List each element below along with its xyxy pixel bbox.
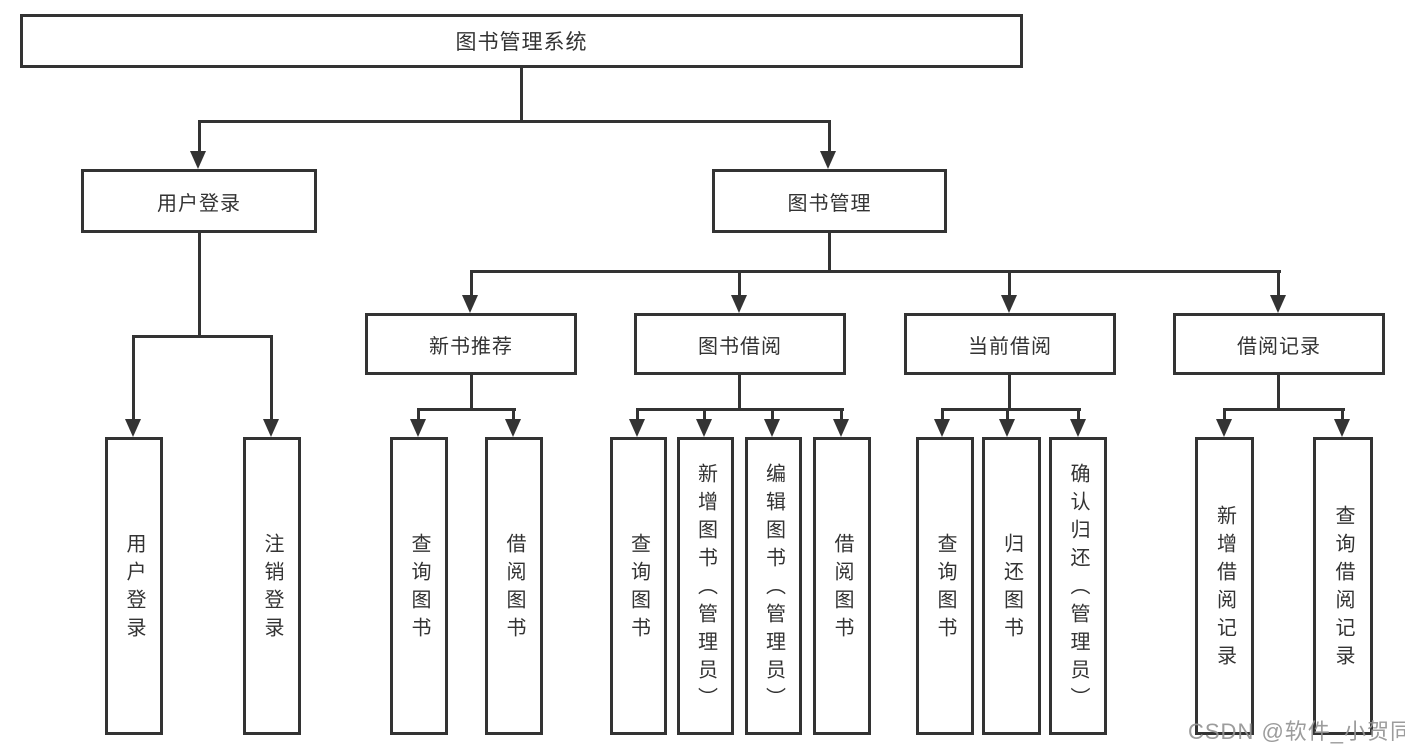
connector-horizontal [132, 335, 273, 338]
arrow-down-icon [125, 419, 141, 437]
node-library-management-system: 图书管理系统 [20, 14, 1023, 68]
connector-vertical [828, 233, 831, 270]
arrow-stem [1008, 270, 1011, 296]
leaf-search-books-current: 查询图书 [916, 437, 974, 735]
node-label: 用户登录 [123, 533, 145, 645]
node-current-borrowing: 当前借阅 [904, 313, 1116, 375]
leaf-search-books-borrow: 查询图书 [610, 437, 667, 735]
node-new-book-recommend: 新书推荐 [365, 313, 577, 375]
arrow-stem [941, 408, 944, 421]
node-label: 图书管理 [787, 192, 872, 215]
arrow-down-icon [410, 419, 426, 437]
leaf-edit-books-admin: 编辑图书（管理员） [745, 437, 802, 735]
arrow-stem [417, 408, 420, 421]
arrow-stem [1223, 408, 1226, 421]
node-label: 当前借阅 [968, 335, 1052, 358]
arrow-down-icon [820, 151, 836, 169]
connector-horizontal [941, 408, 1081, 411]
arrow-down-icon [833, 419, 849, 437]
arrow-down-icon [731, 295, 747, 313]
connector-horizontal [198, 120, 831, 123]
connector-vertical [1008, 375, 1011, 408]
arrow-stem [1077, 408, 1080, 421]
node-label: 借阅图书 [831, 533, 853, 645]
arrow-stem [470, 270, 473, 296]
leaf-logout: 注销登录 [243, 437, 301, 735]
node-label: 归还图书 [1000, 533, 1023, 645]
arrow-stem [840, 408, 843, 421]
leaf-confirm-return-admin: 确认归还（管理员） [1049, 437, 1107, 735]
connector-horizontal [1223, 408, 1345, 411]
node-book-management: 图书管理 [712, 169, 947, 233]
node-label: 注销登录 [261, 533, 283, 645]
connector-vertical [520, 68, 523, 120]
connector-vertical [198, 233, 201, 335]
leaf-search-books-newbook: 查询图书 [390, 437, 448, 735]
arrow-down-icon [505, 419, 521, 437]
node-label: 查询图书 [408, 533, 430, 645]
node-label: 图书借阅 [698, 335, 782, 358]
arrow-stem [198, 120, 201, 152]
node-label: 查询图书 [627, 533, 650, 645]
node-label: 图书管理系统 [455, 31, 588, 54]
node-label: 查询图书 [934, 533, 956, 645]
arrow-stem [771, 408, 774, 421]
arrow-stem [828, 120, 831, 152]
arrow-stem [1006, 408, 1009, 421]
node-label: 借阅图书 [503, 533, 525, 645]
arrow-down-icon [696, 419, 712, 437]
arrow-stem [703, 408, 706, 421]
node-label: 借阅记录 [1237, 335, 1321, 358]
connector-horizontal [470, 270, 1281, 273]
arrow-down-icon [1070, 419, 1086, 437]
csdn-watermark: CSDN @软件_小贺同学 [1188, 719, 1405, 744]
arrow-down-icon [999, 419, 1015, 437]
arrow-down-icon [1270, 295, 1286, 313]
arrow-stem [1341, 408, 1344, 421]
connector-horizontal [417, 408, 516, 411]
arrow-down-icon [934, 419, 950, 437]
connector-vertical [738, 375, 741, 408]
arrow-down-icon [263, 419, 279, 437]
leaf-add-books-admin: 新增图书（管理员） [677, 437, 734, 735]
arrow-down-icon [764, 419, 780, 437]
connector-vertical [470, 375, 473, 408]
node-borrowing-records: 借阅记录 [1173, 313, 1385, 375]
node-label: 用户登录 [157, 192, 241, 215]
arrow-stem [636, 408, 639, 421]
connector-horizontal [636, 408, 844, 411]
node-book-borrowing: 图书借阅 [634, 313, 846, 375]
node-label: 查询借阅记录 [1332, 505, 1354, 673]
leaf-borrow-books-newbook: 借阅图书 [485, 437, 543, 735]
arrow-down-icon [1216, 419, 1232, 437]
arrow-down-icon [190, 151, 206, 169]
arrow-stem [270, 335, 273, 420]
connector-vertical [1277, 375, 1280, 408]
arrow-down-icon [1334, 419, 1350, 437]
leaf-borrow-books: 借阅图书 [813, 437, 871, 735]
leaf-user-login: 用户登录 [105, 437, 163, 735]
leaf-add-borrow-record: 新增借阅记录 [1195, 437, 1254, 735]
node-label: 新增借阅记录 [1213, 505, 1236, 673]
leaf-return-books: 归还图书 [982, 437, 1041, 735]
arrow-stem [738, 270, 741, 296]
arrow-down-icon [462, 295, 478, 313]
node-user-login: 用户登录 [81, 169, 317, 233]
arrow-stem [512, 408, 515, 421]
node-label: 新书推荐 [429, 335, 513, 358]
leaf-search-borrow-record: 查询借阅记录 [1313, 437, 1373, 735]
arrow-stem [1277, 270, 1280, 296]
node-label: 确认归还（管理员） [1067, 463, 1089, 715]
arrow-down-icon [629, 419, 645, 437]
arrow-stem [132, 335, 135, 420]
arrow-down-icon [1001, 295, 1017, 313]
node-label: 新增图书（管理员） [694, 463, 717, 715]
node-label: 编辑图书（管理员） [762, 463, 785, 715]
